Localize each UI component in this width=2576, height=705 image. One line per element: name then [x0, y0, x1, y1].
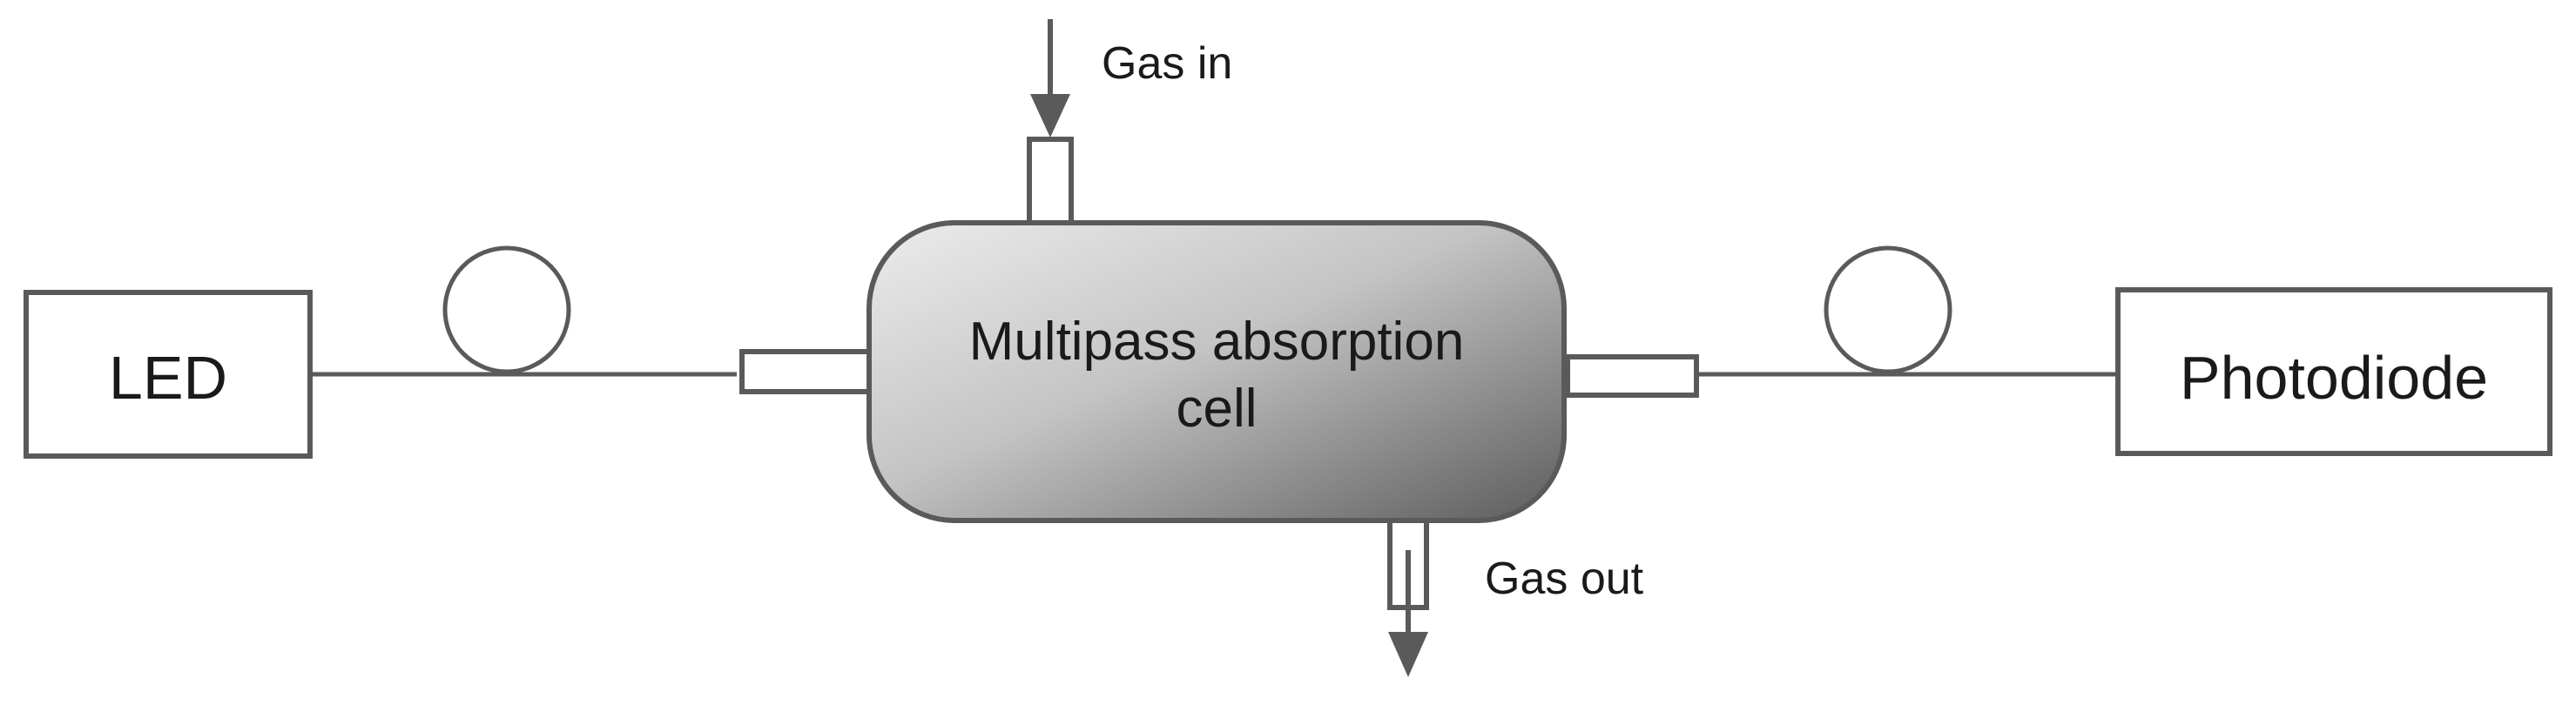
led-box — [24, 290, 313, 459]
gas-out-arrowhead — [1388, 632, 1428, 677]
left-fiber-loop — [442, 245, 571, 374]
gas-in-label: Gas in — [1102, 38, 1232, 89]
right-fiber-loop — [1824, 245, 1952, 374]
gas-out-label: Gas out — [1485, 554, 1644, 604]
led-label: LED — [109, 344, 227, 412]
photodiode-label: Photodiode — [2180, 344, 2488, 412]
right-port — [1565, 354, 1699, 398]
cell-label-line2: cell — [1176, 379, 1257, 439]
left-port — [739, 349, 872, 394]
gas-in-arrowhead — [1030, 94, 1070, 138]
gas-inlet-tube — [1027, 137, 1074, 227]
multipass-cell — [867, 220, 1567, 523]
cell-label-line1: Multipass absorption — [969, 312, 1465, 372]
photodiode-box — [2115, 287, 2552, 456]
